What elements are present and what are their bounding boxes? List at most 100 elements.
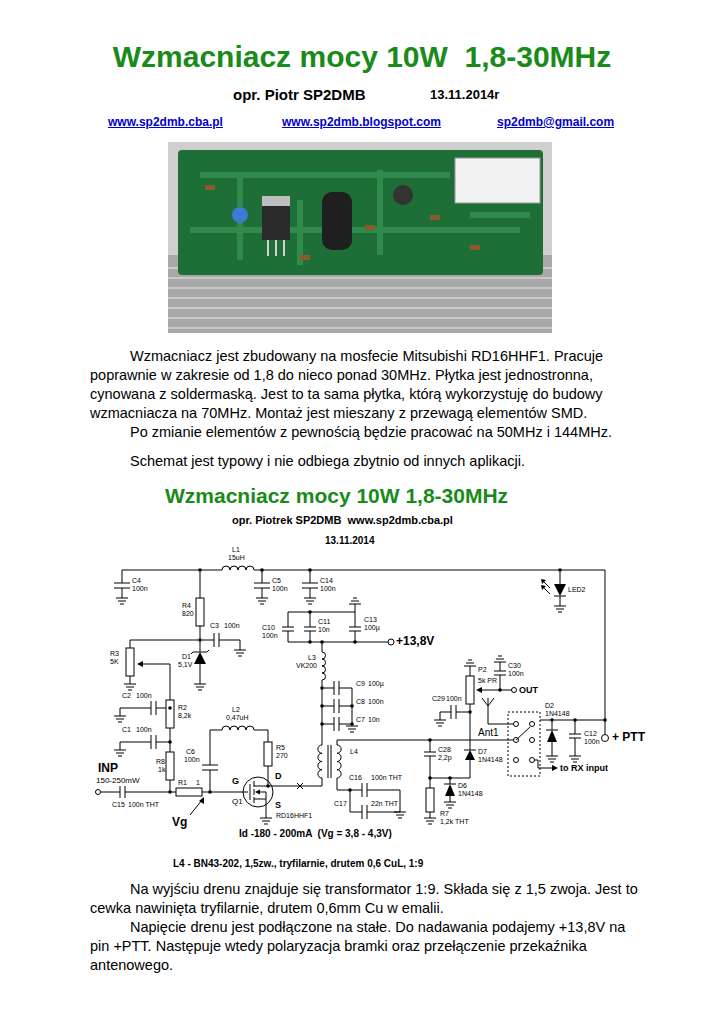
part-label: 1,2k THT — [440, 818, 469, 826]
part-label: C10 — [262, 624, 275, 632]
author-line: opr. Piotr SP2DMB — [233, 86, 366, 103]
part-label: 15uH — [228, 554, 245, 562]
part-label: 100n — [508, 670, 524, 678]
note-text: Id -180 - 200mA (Vg = 3,8 - 4,3V) — [239, 828, 392, 840]
part-label: R1 — [178, 779, 187, 787]
part-label: C13 — [364, 616, 377, 624]
part-label: D1 — [182, 653, 191, 661]
part-label: L3 — [308, 654, 316, 662]
pin-label: D — [275, 771, 282, 781]
part-label: 100n — [184, 756, 200, 764]
part-label: 10n — [368, 716, 380, 724]
part-label: D2 — [545, 702, 554, 710]
part-label: C3 — [210, 622, 219, 630]
date-text: 13.11.2014 — [325, 535, 375, 547]
part-label: R4 — [182, 602, 191, 610]
part-label: C4 — [132, 577, 141, 585]
part-label: VK200 — [296, 662, 317, 670]
schematic-solids — [137, 568, 607, 804]
part-label: P2 — [478, 666, 487, 674]
part-label: 100n — [224, 622, 240, 630]
part-label: 100n — [584, 738, 600, 746]
pin-label: + PTT — [612, 731, 645, 745]
part-label: 100n — [320, 585, 336, 593]
pcb-photo — [168, 142, 552, 333]
part-label: C11 — [318, 618, 330, 626]
part-label: 100n — [446, 695, 462, 703]
date-text: 13.11.2014r — [430, 88, 499, 103]
part-label: 22n THT — [371, 800, 398, 808]
part-label: 100n — [368, 698, 384, 706]
antenna-label: Ant1 — [478, 727, 499, 739]
part-label: R2 — [178, 704, 187, 712]
part-label: R5 — [276, 744, 285, 752]
part-label: LED2 — [568, 586, 586, 594]
part-label: 5K — [110, 658, 119, 666]
signal-label: 150-250mW — [96, 776, 140, 785]
part-label: L1 — [232, 546, 240, 554]
part-label: 10n — [318, 626, 330, 634]
body-paragraph: Na wyjściu drenu znajduje się transforma… — [90, 880, 638, 918]
part-label: 1 — [196, 779, 200, 787]
part-label: C15 — [112, 801, 125, 809]
part-label: 100n — [136, 692, 152, 700]
part-label: C28 — [438, 746, 451, 754]
part-label: 2,2p — [438, 754, 452, 762]
part-label: 1N4148 — [478, 756, 503, 764]
part-label: 100n — [136, 726, 152, 734]
part-label: 5k PR — [478, 677, 497, 685]
part-label: 100µ — [364, 624, 380, 632]
part-label: 100n — [262, 632, 278, 640]
part-label: C16 — [349, 774, 362, 782]
part-label: C17 — [334, 800, 347, 808]
part-label: C2 — [122, 692, 131, 700]
note-text: L4 - BN43-202, 1,5zw., tryfilarnie, drut… — [173, 858, 423, 870]
author-line: opr. Piotrek SP2DMB www.sp2dmb.cba.pl — [232, 514, 453, 527]
part-label: L4 — [350, 748, 358, 756]
part-label: 0,47uH — [226, 714, 249, 722]
part-label: C14 — [320, 577, 333, 585]
part-label: C8 — [356, 698, 365, 706]
part-label: C29 — [432, 695, 445, 703]
body-paragraph: Wzmacniacz jest zbudowany na mosfecie Mi… — [90, 347, 638, 423]
pin-label: to RX input — [560, 763, 608, 773]
body-paragraph: Po zmianie elementów z pewnością będzie … — [90, 423, 638, 442]
pin-label: INP — [98, 762, 118, 776]
part-label: C6 — [186, 748, 195, 756]
part-label: C5 — [272, 577, 281, 585]
part-label: 100n — [132, 585, 148, 593]
link-text: www.sp2dmb.blogspot.com — [282, 116, 441, 130]
part-label: R3 — [110, 650, 119, 658]
part-label: 820 — [182, 610, 194, 618]
body-paragraph: Napięcie drenu jest podłączone na stałe.… — [90, 918, 638, 975]
part-label: 100µ — [368, 680, 384, 688]
supply-label: +13,8V — [396, 635, 434, 649]
part-label: 100n — [272, 585, 288, 593]
page-title: Wzmacniacz mocy 10W 1,8-30MHz — [0, 40, 724, 75]
pin-label: S — [275, 800, 281, 810]
schematic-wires — [96, 566, 609, 824]
part-label: D7 — [478, 748, 487, 756]
part-label: Q1 — [232, 797, 243, 806]
part-label: L2 — [232, 706, 240, 714]
part-label: C1 — [122, 726, 131, 734]
link-text: sp2dmb@gmail.com — [497, 116, 614, 130]
schematic-title: Wzmacniacz mocy 10W 1,8-30MHz — [165, 484, 508, 508]
part-label: 100n THT — [371, 774, 402, 782]
pin-label: G — [232, 776, 239, 786]
part-label: 5,1V — [178, 661, 192, 669]
part-label: D6 — [458, 782, 467, 790]
part-label: C9 — [356, 680, 365, 688]
part-label: 1k — [158, 766, 165, 774]
signal-label: Vg — [172, 816, 187, 830]
part-label: R8 — [156, 758, 165, 766]
pin-label: OUT — [519, 685, 538, 695]
part-label: 100n THT — [128, 801, 159, 809]
part-label: R7 — [440, 810, 449, 818]
part-label: C7 — [356, 716, 365, 724]
part-label: C30 — [508, 662, 521, 670]
part-label: 1N4148 — [545, 710, 570, 718]
